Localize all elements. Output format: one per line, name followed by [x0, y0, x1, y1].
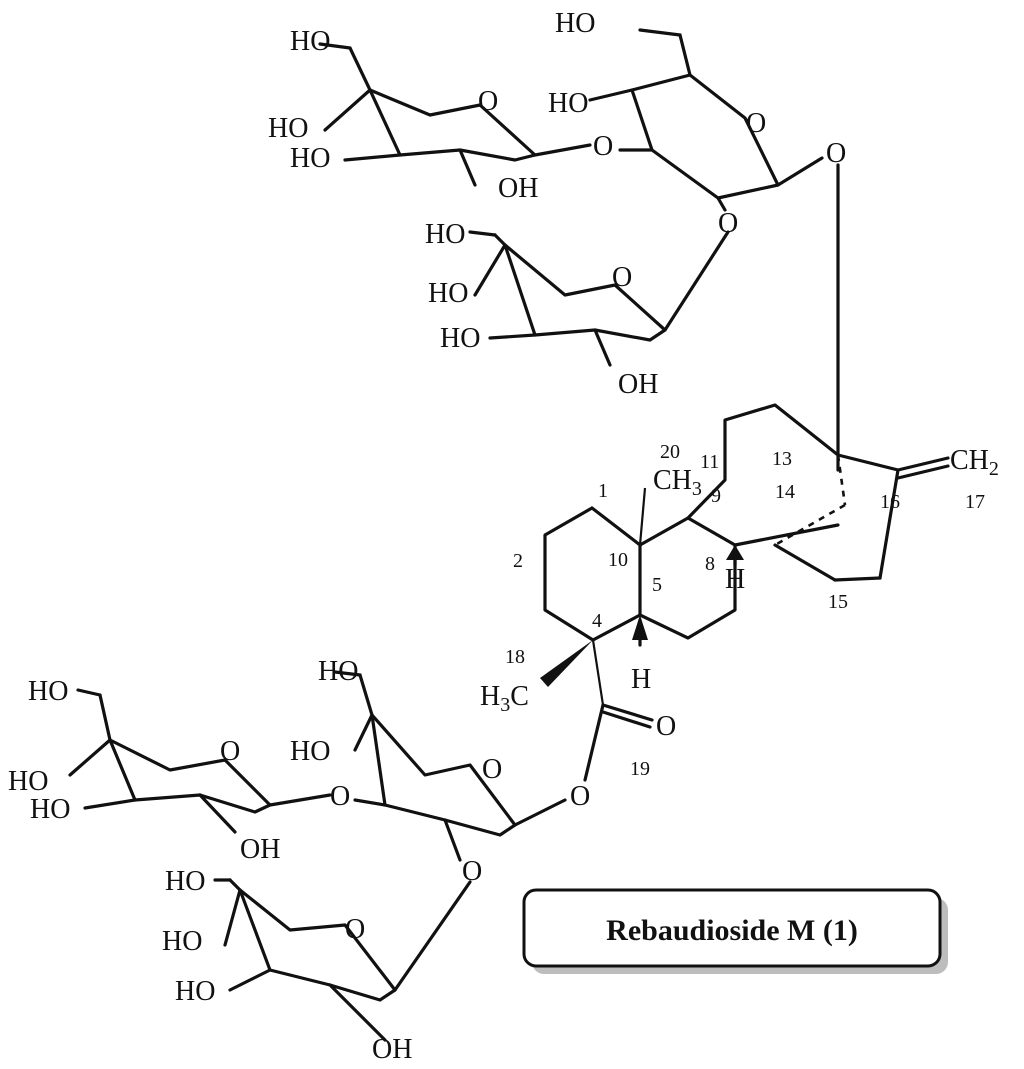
top-left-glucose	[318, 42, 592, 187]
num-c5: 5	[652, 574, 662, 596]
bl-ho-4: HO	[8, 766, 48, 797]
bm-ring-o: O	[345, 914, 365, 945]
num-c10: 10	[608, 549, 628, 571]
compound-name: Rebaudioside M (1)	[606, 914, 858, 947]
h-c5: H	[631, 664, 651, 695]
c19-carbonyl-o: O	[656, 711, 676, 742]
top-link-o-2: O	[718, 208, 738, 239]
num-c16: 16	[880, 491, 900, 513]
top-inner-ho-4: HO	[548, 88, 588, 119]
tl-oh-2: OH	[498, 173, 538, 204]
num-c11: 11	[700, 451, 719, 473]
bm-oh-2: OH	[372, 1034, 412, 1065]
bi-link-o-3: O	[330, 781, 350, 812]
c19-ester-o: O	[570, 781, 590, 812]
bi-ring-o: O	[482, 754, 502, 785]
bottom-left-glucose	[68, 688, 332, 834]
tl-ho-3: HO	[290, 143, 330, 174]
num-c4: 4	[592, 610, 602, 632]
top-inner-glucose	[588, 28, 840, 457]
ch2-c17: CH2	[950, 445, 999, 480]
bl-ho-6: HO	[28, 676, 68, 707]
num-c14: 14	[775, 481, 795, 503]
tl-ho-6: HO	[290, 26, 330, 57]
bl-ring-o: O	[220, 736, 240, 767]
top-glycosidic-o: O	[826, 138, 846, 169]
tm-ring-o: O	[612, 262, 632, 293]
tm-ho-6: HO	[425, 219, 465, 250]
num-c20: 20	[660, 441, 680, 463]
bl-oh-2: OH	[240, 834, 280, 865]
tl-ring-o: O	[478, 86, 498, 117]
top-middle-glucose	[468, 230, 730, 367]
num-c2: 2	[513, 550, 523, 572]
num-c9: 9	[711, 485, 721, 507]
h-c9: H	[725, 564, 745, 595]
h3c-c18: H3C	[480, 681, 529, 716]
tl-ho-4: HO	[268, 113, 308, 144]
steviol-core	[540, 403, 950, 782]
num-c8: 8	[705, 553, 715, 575]
bm-ho-4: HO	[162, 926, 202, 957]
num-c17: 17	[965, 491, 985, 513]
bl-ho-3: HO	[30, 794, 70, 825]
top-inner-ho-6: HO	[555, 8, 595, 39]
bi-ho-4: HO	[290, 736, 330, 767]
top-inner-ring-o: O	[746, 108, 766, 139]
bottom-inner-glucose	[333, 670, 567, 862]
bottom-middle-glucose	[213, 878, 472, 1042]
compound-label-box: Rebaudioside M (1)	[522, 888, 948, 974]
bi-link-o-2: O	[462, 856, 482, 887]
num-c19: 19	[630, 758, 650, 780]
bm-ho-3: HO	[175, 976, 215, 1007]
tm-ho-3: HO	[440, 323, 480, 354]
num-c1: 1	[598, 480, 608, 502]
tm-oh-2: OH	[618, 369, 658, 400]
bm-ho-6: HO	[165, 866, 205, 897]
num-c15: 15	[828, 591, 848, 613]
num-c13: 13	[772, 448, 792, 470]
bi-ho-6: HO	[318, 656, 358, 687]
tm-ho-4: HO	[428, 278, 468, 309]
ch3-c20: CH3	[653, 465, 702, 500]
top-link-o-3: O	[593, 131, 613, 162]
num-c18: 18	[505, 646, 525, 668]
